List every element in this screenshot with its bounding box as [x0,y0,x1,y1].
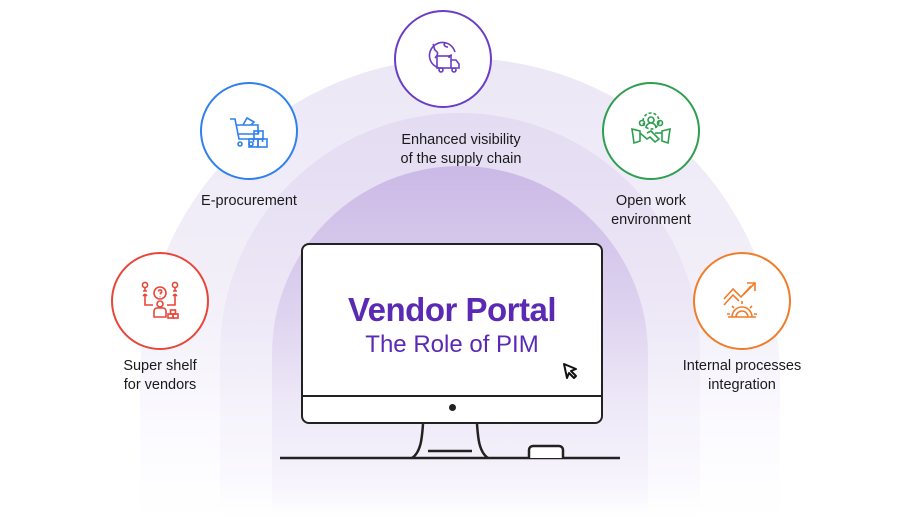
monitor-screen: Vendor Portal The Role of PIM [301,243,603,424]
feature-label-open-work: Open work environment [611,193,691,228]
globe-truck-icon [428,41,460,73]
mouse-device [527,444,565,458]
feature-circle-open-work [602,82,700,180]
shopping-cart-boxes-icon [230,116,268,148]
mouse-pointer-icon [563,363,577,379]
center-title: Vendor Portal [347,291,557,328]
feature-circle-e-procurement [200,82,298,180]
monitor-chin [303,395,601,422]
gear-growth-icon [723,282,757,318]
feature-circle-super-shelf [111,252,209,350]
stand-left-leg [411,423,425,460]
center-subtitle: The Role of PIM [365,331,539,358]
feature-label-supply-chain: Enhanced visibility of the supply chain [400,132,522,167]
feature-label-e-procurement: E-procurement [201,193,297,209]
handshake-team-icon [631,112,671,145]
vendor-network-icon [141,281,179,319]
feature-label-internal-processes: Internal processes integration [682,358,802,393]
feature-circle-supply-chain [394,10,492,108]
feature-label-super-shelf: Super shelf for vendors [123,358,197,393]
feature-circle-internal-processes [693,252,791,350]
stand-right-leg [475,423,489,460]
monitor-stand [280,423,620,460]
monitor-camera-dot [448,404,456,411]
